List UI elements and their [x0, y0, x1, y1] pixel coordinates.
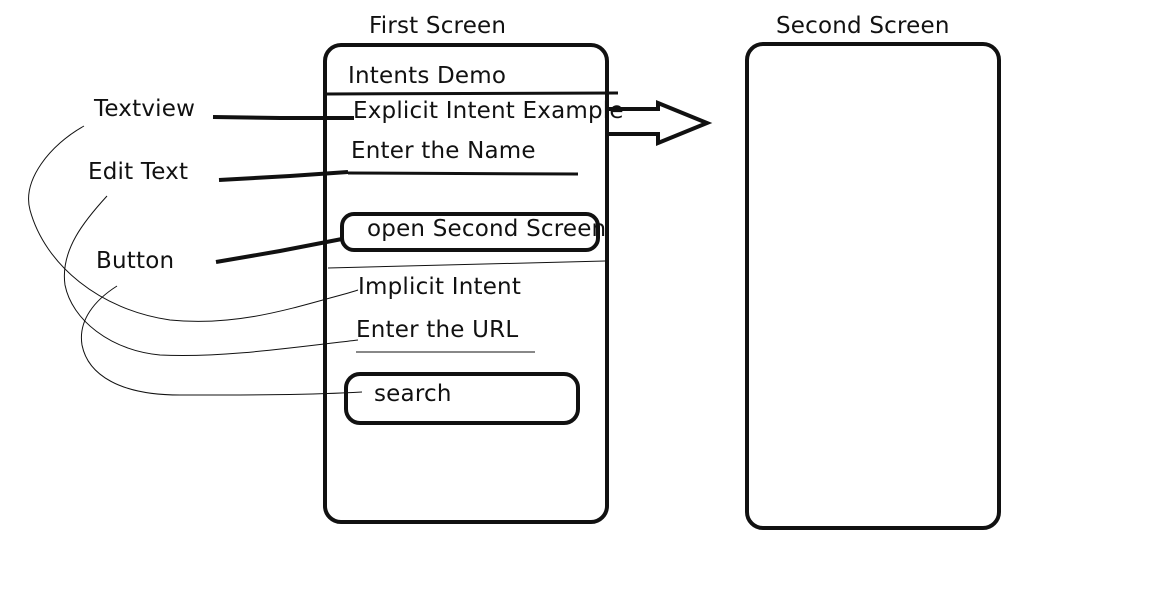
- edit-text-annotation: Edit Text: [88, 159, 189, 185]
- title-bar-divider: [325, 91, 619, 96]
- button-to-search-curve: [80, 285, 363, 396]
- button-pointer: [215, 237, 343, 264]
- second-screen-frame: [745, 42, 1001, 530]
- edittext-to-url-curve: [63, 195, 359, 357]
- textview-pointer: [212, 115, 354, 120]
- first-screen-frame: [323, 43, 609, 524]
- open-second-screen-button[interactable]: open Second Screen: [367, 216, 607, 242]
- implicit-intent-heading: Implicit Intent: [358, 274, 522, 300]
- search-button[interactable]: search: [374, 381, 452, 407]
- second-screen-caption: Second Screen: [776, 13, 950, 39]
- name-field-underline: [347, 171, 579, 176]
- name-edit-text[interactable]: Enter the Name: [351, 138, 536, 164]
- button-annotation: Button: [96, 248, 175, 274]
- url-edit-text[interactable]: Enter the URL: [356, 317, 519, 343]
- navigation-arrow: [607, 100, 713, 146]
- first-screen-caption: First Screen: [369, 13, 507, 39]
- explicit-intent-heading: Explicit Intent Example: [353, 98, 624, 124]
- textview-to-implicit-curve: [28, 125, 359, 322]
- open-second-screen-button-outline: [340, 212, 600, 252]
- textview-annotation: Textview: [94, 96, 196, 122]
- section-divider: [327, 260, 606, 269]
- edit-text-pointer: [218, 170, 349, 182]
- search-button-outline: [344, 372, 580, 425]
- app-title: Intents Demo: [348, 63, 507, 89]
